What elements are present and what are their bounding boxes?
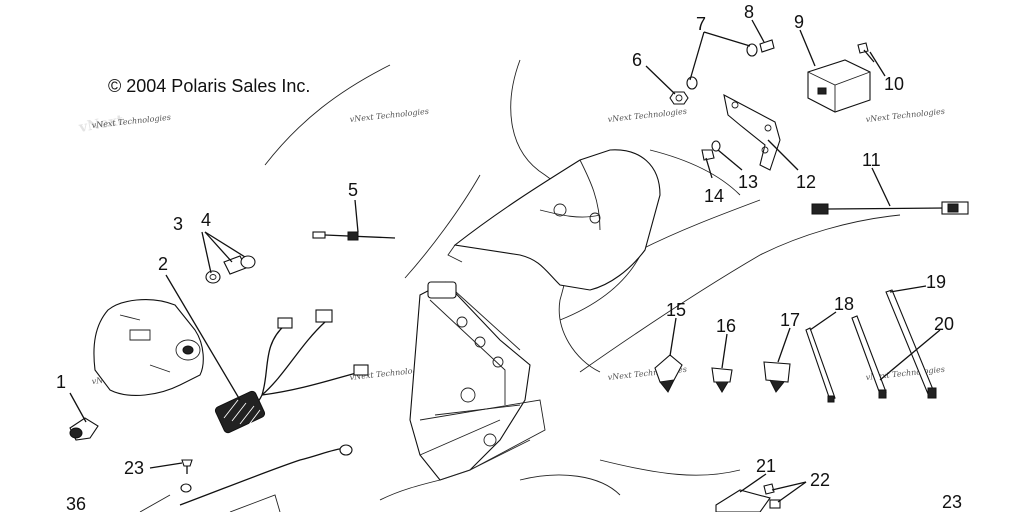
part-20-cable-tie [851, 315, 887, 399]
frame-assembly [409, 281, 546, 481]
part-4-bracket [223, 255, 256, 275]
callout-10: 10 [884, 74, 904, 94]
callout-16: 16 [716, 316, 736, 336]
callout-17: 17 [780, 310, 800, 330]
callout-20: 20 [934, 314, 954, 334]
callout-23-right: 23 [942, 492, 962, 512]
part-12-bracket [723, 93, 781, 171]
callout-1: 1 [56, 372, 66, 392]
rear-fender-panel [447, 149, 661, 291]
callout-18: 18 [834, 294, 854, 314]
part-23-bolt [181, 459, 193, 474]
callout-6: 6 [632, 50, 642, 70]
part-1-bulb-socket [69, 392, 99, 441]
callout-11: 11 [862, 150, 881, 170]
part-2-wiring-harness [214, 309, 369, 434]
callout-12: 12 [796, 172, 816, 192]
copyright-notice: © 2004 Polaris Sales Inc. [108, 76, 311, 96]
callout-23: 23 [124, 458, 144, 478]
callouts: 1 2 3 4 5 6 7 8 9 10 11 12 13 14 15 16 1… [56, 2, 962, 512]
headlight-pod [93, 299, 204, 396]
callout-13: 13 [738, 172, 758, 192]
callout-4: 4 [201, 210, 211, 230]
part-16-clip [711, 367, 733, 393]
part-3-grommet [205, 270, 221, 284]
callout-14: 14 [704, 186, 724, 206]
callout-36: 36 [66, 494, 86, 512]
part-22-screw [763, 483, 781, 509]
svg-text:vNext: vNext [77, 112, 125, 136]
hardware-13-14 [701, 140, 721, 161]
callout-22: 22 [810, 470, 830, 490]
part-21-block [715, 489, 771, 512]
callout-19: 19 [926, 272, 946, 292]
callout-7: 7 [696, 14, 706, 34]
body-outline [264, 59, 901, 501]
watermark: vNext Technologies [349, 107, 429, 124]
part-11-cable [811, 201, 969, 215]
part-15-clip [654, 354, 683, 393]
watermark: vNext Technologies [865, 107, 945, 124]
part-9-tail-light [807, 59, 871, 113]
watermark: vNext Technologies [607, 107, 687, 124]
callout-21: 21 [756, 456, 776, 476]
callout-5: 5 [348, 180, 358, 200]
callout-9: 9 [794, 12, 804, 32]
part-5-harness [312, 231, 396, 241]
callout-2: 2 [158, 254, 168, 274]
part-19-cable-tie [885, 289, 937, 399]
brake-line [139, 444, 353, 512]
leader-lines [149, 19, 941, 503]
callout-8: 8 [744, 2, 754, 22]
hardware-6-7-8 [669, 39, 775, 105]
callout-15: 15 [666, 300, 686, 320]
callout-3: 3 [173, 214, 183, 234]
part-18-cable-tie [805, 327, 836, 403]
part-10-screw [857, 42, 875, 63]
part-17-clip [763, 361, 791, 393]
